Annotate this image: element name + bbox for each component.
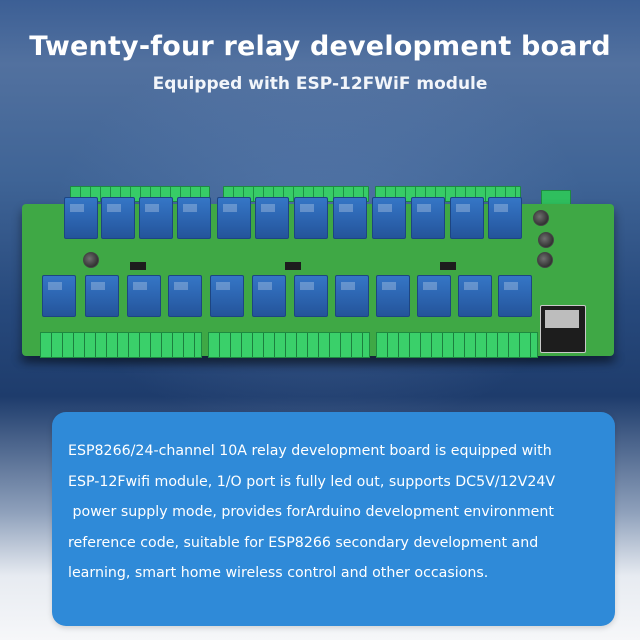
relay [252, 275, 286, 317]
relay [417, 275, 451, 317]
description-card: ESP8266/24-channel 10A relay development… [52, 412, 615, 626]
terminal-block-bottom [40, 332, 202, 358]
relay [85, 275, 119, 317]
description-line: reference code, suitable for ESP8266 sec… [68, 534, 539, 551]
capacitor [537, 252, 553, 268]
relay [168, 275, 202, 317]
relay [294, 275, 328, 317]
relay [498, 275, 532, 317]
relay [450, 197, 484, 239]
esp-12f-module [540, 305, 586, 353]
relay [139, 197, 173, 239]
relay [127, 275, 161, 317]
relay [177, 197, 211, 239]
capacitor [533, 210, 549, 226]
relay [333, 197, 367, 239]
relay [64, 197, 98, 239]
description-text: ESP8266/24-channel 10A relay development… [68, 436, 608, 589]
capacitor [83, 252, 99, 268]
description-line: ESP-12Fwifi module, 1/O port is fully le… [68, 473, 556, 490]
relay [411, 197, 445, 239]
description-line: learning, smart home wireless control an… [68, 565, 489, 581]
ic-chip [440, 262, 456, 270]
description-line: ESP8266/24-channel 10A relay development… [68, 443, 552, 459]
relay [372, 197, 406, 239]
terminal-block-bottom [376, 332, 538, 358]
relay [458, 275, 492, 317]
page-subtitle: Equipped with ESP-12FWiF module [152, 74, 488, 94]
relay [217, 197, 251, 239]
relay [101, 197, 135, 239]
relay [376, 275, 410, 317]
relay [294, 197, 328, 239]
ic-chip [285, 262, 301, 270]
page-title: Twenty-four relay development board [29, 31, 611, 62]
relay [488, 197, 522, 239]
relay [210, 275, 244, 317]
relay [42, 275, 76, 317]
ic-chip [130, 262, 146, 270]
description-line: power supply mode, provides forArduino d… [68, 504, 554, 520]
capacitor [538, 232, 554, 248]
relay [335, 275, 369, 317]
terminal-block-bottom [208, 332, 370, 358]
relay [255, 197, 289, 239]
